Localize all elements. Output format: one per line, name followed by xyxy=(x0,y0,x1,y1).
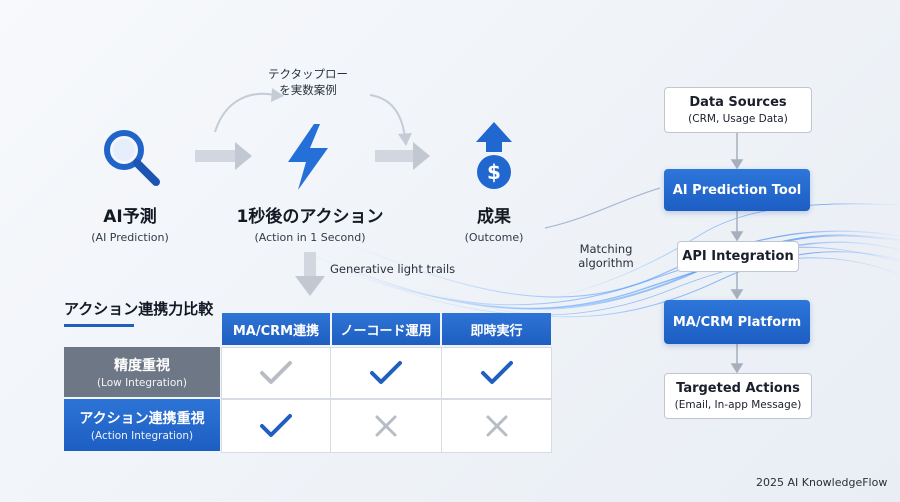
step-ai-prediction: AI予測 (AI Prediction) xyxy=(60,202,200,244)
box-targeted-actions: Targeted Actions (Email, In-app Message) xyxy=(664,373,812,419)
step-title: AI予測 xyxy=(103,207,157,227)
box-ai-prediction-tool: AI Prediction Tool xyxy=(664,169,810,211)
table-cell xyxy=(221,399,331,453)
row-label: アクション連携重視 xyxy=(79,411,205,427)
footer-credit: 2025 AI KnowledgeFlow xyxy=(756,476,888,489)
dollar-up-icon: $ xyxy=(476,122,512,189)
matching-label: Matching algorithm xyxy=(566,242,646,270)
curve-label: テクタップロー を実数案例 xyxy=(248,66,368,98)
cross-icon xyxy=(375,415,397,437)
row-header-accuracy: 精度重視 (Low Integration) xyxy=(64,347,220,397)
column-header-instant: 即時実行 xyxy=(442,313,551,345)
check-icon xyxy=(260,414,292,437)
matching-label-line1: Matching xyxy=(579,242,633,256)
light-trails-label: Generative light trails xyxy=(330,262,456,276)
row-sublabel: (Low Integration) xyxy=(96,377,188,389)
column-header-crm: MA/CRM連携 xyxy=(222,313,330,345)
box-title: AI Prediction Tool xyxy=(672,182,802,198)
box-ma-crm-platform: MA/CRM Platform xyxy=(664,300,810,344)
check-icon xyxy=(480,361,513,384)
table-cell xyxy=(441,399,552,453)
box-title: Targeted Actions xyxy=(676,381,800,396)
column-header-nocode: ノーコード運用 xyxy=(332,313,440,345)
box-title: MA/CRM Platform xyxy=(672,314,802,330)
check-icon xyxy=(260,361,292,384)
table-title-underline xyxy=(64,324,134,327)
box-title: API Integration xyxy=(682,249,794,264)
box-subtitle: (Email, In-app Message) xyxy=(674,399,802,411)
step-subtitle: (AI Prediction) xyxy=(91,231,169,244)
table-title: アクション連携力比較 xyxy=(64,300,214,318)
box-data-sources: Data Sources (CRM, Usage Data) xyxy=(664,87,812,133)
curve-arrows xyxy=(195,88,430,296)
curve-label-line1: テクタップロー xyxy=(267,67,349,81)
box-subtitle: (CRM, Usage Data) xyxy=(688,113,788,125)
row-label: 精度重視 xyxy=(114,358,170,374)
matching-label-line2: algorithm xyxy=(578,256,634,270)
row-header-action: アクション連携重視 (Action Integration) xyxy=(64,399,220,451)
step-title: 成果 xyxy=(477,207,511,227)
svg-text:$: $ xyxy=(487,160,501,184)
table-cell xyxy=(330,399,442,453)
row-sublabel: (Action Integration) xyxy=(90,430,194,442)
curve-label-line2: を実数案例 xyxy=(279,83,337,97)
box-title: Data Sources xyxy=(689,95,787,110)
lightning-icon xyxy=(288,124,328,190)
step-action: 1秒後のアクション (Action in 1 Second) xyxy=(220,202,400,244)
step-subtitle: (Action in 1 Second) xyxy=(254,231,366,244)
table-cell xyxy=(221,347,331,399)
step-outcome: 成果 (Outcome) xyxy=(440,202,548,244)
step-title: 1秒後のアクション xyxy=(236,207,384,227)
check-icon xyxy=(370,361,402,384)
cross-icon xyxy=(486,415,507,437)
step-subtitle: (Outcome) xyxy=(464,231,524,244)
box-api-integration: API Integration xyxy=(677,241,799,272)
magnifier-icon xyxy=(104,130,160,186)
table-cell xyxy=(441,347,552,399)
table-cell xyxy=(330,347,442,399)
